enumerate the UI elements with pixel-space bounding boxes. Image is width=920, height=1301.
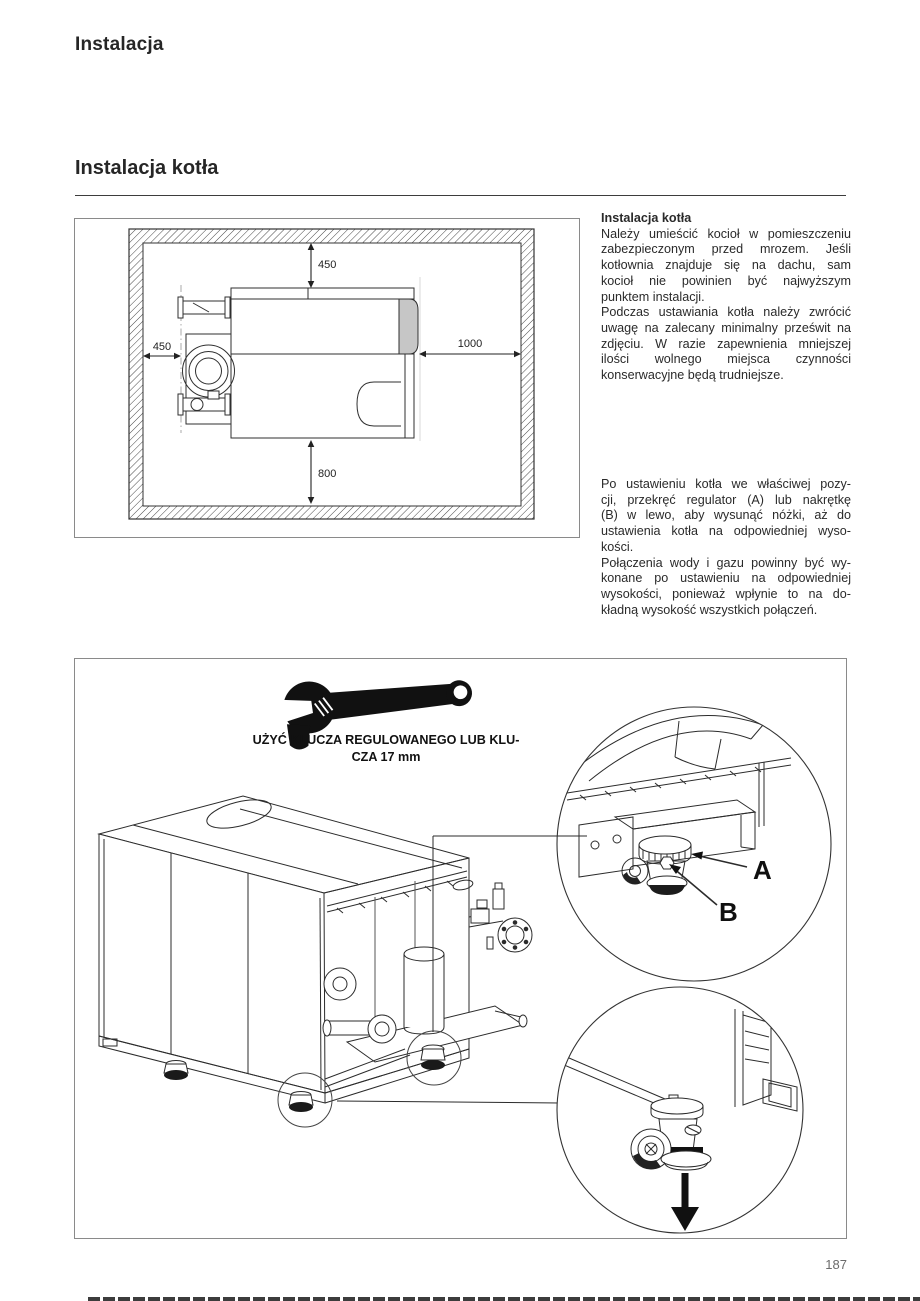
paragraph-line: wysokości, ponieważ wpłynie to na do-: [601, 586, 851, 601]
section-rule: [75, 195, 846, 196]
paragraph-line: cji, przekręć regulator (A) lub nakrętkę: [601, 492, 851, 507]
wrench-icon: [268, 680, 473, 750]
paragraph-line: punktem instalacji.: [601, 289, 705, 304]
paragraph-line: ustawienia kotła na odpowiedniej wyso-: [601, 524, 851, 539]
dim-label-right: 1000: [458, 338, 482, 350]
paragraph-line: zabezpieczonym przed mrozem. Jeśli: [601, 242, 851, 257]
caption-line-2: CZA 17 mm: [351, 749, 421, 764]
right-text-column: Instalacja kotła Należy umieścić kocioł …: [601, 211, 851, 384]
paragraph-line: kotłownia znajduje się na dachu, sam: [601, 258, 851, 273]
figure-caption: UŻYĆ KLUCZA REGULOWANEGO LUB KLU- CZA 17…: [221, 732, 551, 765]
figure-clearance-diagram: 450 450 1000 800: [74, 218, 580, 538]
paragraph-line: kładną wysokość wszystkich połączeń.: [601, 602, 818, 617]
label-b: B: [719, 897, 738, 927]
leveling-foot-left: [163, 1060, 189, 1080]
section-title: Instalacja kotła: [75, 157, 219, 179]
boiler-cabinet-drawing: [97, 795, 533, 1128]
page-kicker: Instalacja: [75, 34, 164, 55]
right-text-column-2: Po ustawieniu kotła we właściwej pozy- c…: [601, 477, 851, 618]
paragraph-line: Połączenia wody i gazu powinny być wy-: [601, 555, 851, 570]
figure-leveling-feet: A B: [74, 658, 847, 1239]
paragraph-line: kocioł nie powinien być najwyższym: [601, 273, 851, 288]
down-arrow-icon: [671, 1173, 699, 1231]
label-a: A: [753, 855, 772, 885]
detail-circle-bottom: [556, 986, 804, 1234]
paragraph-line: Podczas ustawiania kotła należy zwrócić: [601, 305, 851, 320]
paragraph-line: (B) w lewo, aby wysunąć nóżki, aż do: [601, 508, 851, 523]
dim-label-top: 450: [318, 259, 336, 271]
dimension-annotations: 450 450 1000 800: [143, 243, 521, 504]
boiler-isometric-svg: A B: [97, 680, 832, 1234]
paragraph-line: konane po ustawieniu na odpowiedniej: [601, 571, 851, 586]
paragraph-line: zdjęciu. W razie zapewnienia mniejszej: [601, 336, 851, 351]
paragraph-line: Należy umieścić kocioł w pomieszczeniu: [601, 226, 851, 241]
leveling-foot-center: [277, 1072, 333, 1128]
page-number: 187: [825, 1257, 847, 1272]
paragraph-line: konserwacyjne będą trudniejsze.: [601, 368, 784, 383]
adjustable-foot-detail: [621, 835, 692, 895]
paragraph-line: kości.: [601, 539, 634, 554]
dim-label-bottom: 800: [318, 468, 336, 480]
paragraph-line: ilości wolnego miejsca czynności: [601, 352, 851, 367]
bottom-print-bar: [88, 1297, 920, 1301]
caster-foot-detail: [630, 1094, 712, 1171]
boiler-plan: [177, 277, 421, 441]
column-heading: Instalacja kotła: [601, 211, 692, 225]
dim-label-left: 450: [153, 341, 171, 353]
caption-line-1: UŻYĆ KLUCZA REGULOWANEGO LUB KLU-: [252, 733, 520, 747]
boiler-plan-svg: 450 450 1000 800: [128, 228, 535, 520]
paragraph-line: uwagę na zalecany minimalny prześwit na: [601, 320, 851, 335]
leveling-foot-right: [406, 1030, 462, 1086]
paragraph-line: Po ustawieniu kotła we właściwej pozy-: [601, 477, 851, 491]
room-walls: [128, 228, 535, 520]
detail-circle-top: A B: [556, 706, 832, 982]
